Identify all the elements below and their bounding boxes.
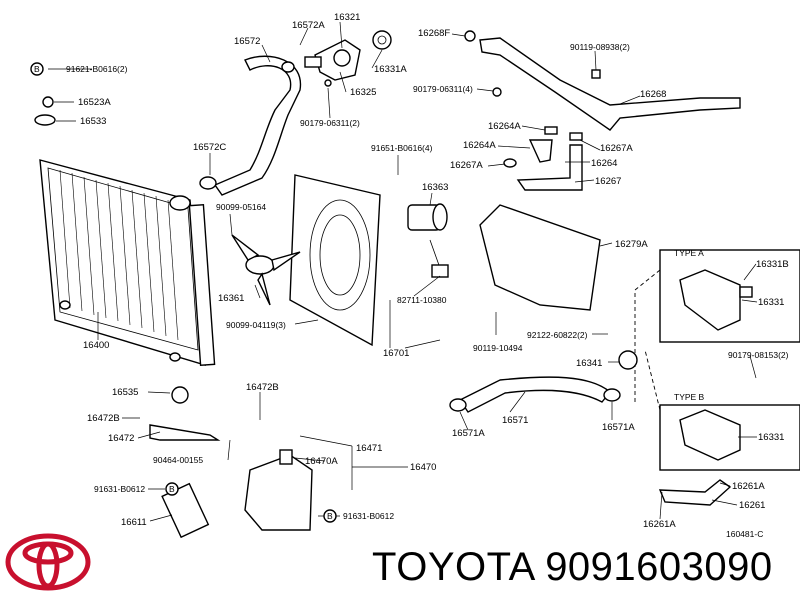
callout: 90179-08153(2) <box>728 350 789 360</box>
toyota-logo-icon <box>5 533 91 591</box>
callout: TYPE B <box>674 392 705 402</box>
callout: 16325 <box>350 87 376 98</box>
callout: 91621-B0616(2) <box>66 64 128 74</box>
callout: 82711-10380 <box>397 295 447 305</box>
small-hose <box>658 479 732 506</box>
callout: 91651-B0616(4) <box>371 143 433 153</box>
coolant-reservoir <box>149 386 313 539</box>
brand-part-number: TOYOTA 9091603090 <box>372 545 773 590</box>
upper-hose <box>213 55 302 196</box>
callout: 16321 <box>334 12 360 23</box>
lower-hose <box>449 350 638 413</box>
callout: 16572 <box>234 36 260 47</box>
callout: 16264A <box>488 121 521 132</box>
callout: 16611 <box>121 517 147 528</box>
diagram-code: 160481-C <box>726 529 763 539</box>
callout: 16264 <box>591 158 617 169</box>
gasket <box>34 114 56 126</box>
callout: 16363 <box>422 182 448 193</box>
callout: 16472B <box>246 382 279 393</box>
fan-shroud <box>289 174 381 347</box>
water-pipe <box>464 30 741 131</box>
callout: 16331 <box>758 297 784 308</box>
part-number: 9091603090 <box>545 545 773 589</box>
callout: 16267A <box>600 143 633 154</box>
callout: 16472 <box>108 433 134 444</box>
callout: 92122-60822(2) <box>527 330 588 340</box>
callout: 16472B <box>87 413 120 424</box>
callout: 16261A <box>643 519 676 530</box>
callout: 16331A <box>374 64 407 75</box>
thermostat-housing <box>304 30 392 87</box>
callout: 16523A <box>78 97 111 108</box>
callout: 16470A <box>305 456 338 467</box>
callout: 16571A <box>452 428 485 439</box>
callout: 90099-04119(3) <box>226 320 286 330</box>
ref-b-circle <box>30 62 44 76</box>
callout: 16471 <box>356 443 382 454</box>
bypass-hoses <box>503 126 583 191</box>
callout: 90119-10494 <box>473 343 523 353</box>
callout: 90179-06311(2) <box>300 118 360 128</box>
callout: 16261A <box>732 481 765 492</box>
brand-name: TOYOTA <box>372 545 534 589</box>
callout: B <box>34 64 40 74</box>
callout: 90119-08938(2) <box>570 42 630 52</box>
callout: 16268F <box>418 28 450 39</box>
callout: B <box>327 511 333 521</box>
callout: TYPE A <box>674 248 704 258</box>
drain-plug <box>42 96 54 108</box>
callout: 16572A <box>292 20 325 31</box>
callout: 16261 <box>739 500 765 511</box>
callout-labels: 16572A 16321 16572 16331A 16325 90179-06… <box>34 12 789 539</box>
callout: 90099-05164 <box>216 202 266 212</box>
ref-b-circle <box>165 482 179 496</box>
callout: 16331 <box>758 432 784 443</box>
splash-shield <box>479 204 601 311</box>
ref-b-circle <box>323 509 337 523</box>
callout: 16341 <box>576 358 602 369</box>
callout: 90179-06311(4) <box>413 84 473 94</box>
callout: 16361 <box>218 293 244 304</box>
callout: 16268 <box>640 89 666 100</box>
callout: 16470 <box>410 462 436 473</box>
callout: 16400 <box>83 340 109 351</box>
callout: 16571A <box>602 422 635 433</box>
callout: 16571 <box>502 415 528 426</box>
callout: 16701 <box>383 348 409 359</box>
callout: B <box>169 484 175 494</box>
callout: 91631-B0612 <box>343 511 394 521</box>
radiator-assembly <box>39 159 216 367</box>
callout: 16533 <box>80 116 106 127</box>
callout: 16267A <box>450 160 483 171</box>
callout: 16572C <box>193 142 226 153</box>
callout: 16535 <box>112 387 138 398</box>
callout: 16267 <box>595 176 621 187</box>
fan-blade <box>231 234 301 306</box>
callout: 16264A <box>463 140 496 151</box>
callout: 16331B <box>756 259 789 270</box>
fan-motor <box>407 203 449 278</box>
callout: 16279A <box>615 239 648 250</box>
callout: 91631-B0612 <box>94 484 145 494</box>
callout: 90464-00155 <box>153 455 203 465</box>
